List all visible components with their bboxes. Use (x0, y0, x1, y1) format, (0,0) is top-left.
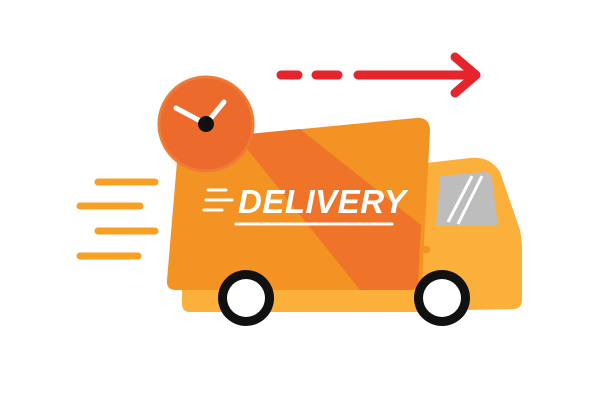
arrow-right-icon (276, 52, 481, 98)
label-motion-lines (202, 188, 394, 226)
truck-window (436, 172, 498, 226)
delivery-label: DELIVERY (238, 183, 407, 220)
truck-base (182, 288, 420, 312)
cargo-shadow (236, 129, 421, 290)
speed-lines-icon (76, 178, 159, 260)
clock-icon (157, 75, 255, 173)
truck-wheel-rear (218, 270, 274, 326)
truck-wheel-front (414, 270, 470, 326)
